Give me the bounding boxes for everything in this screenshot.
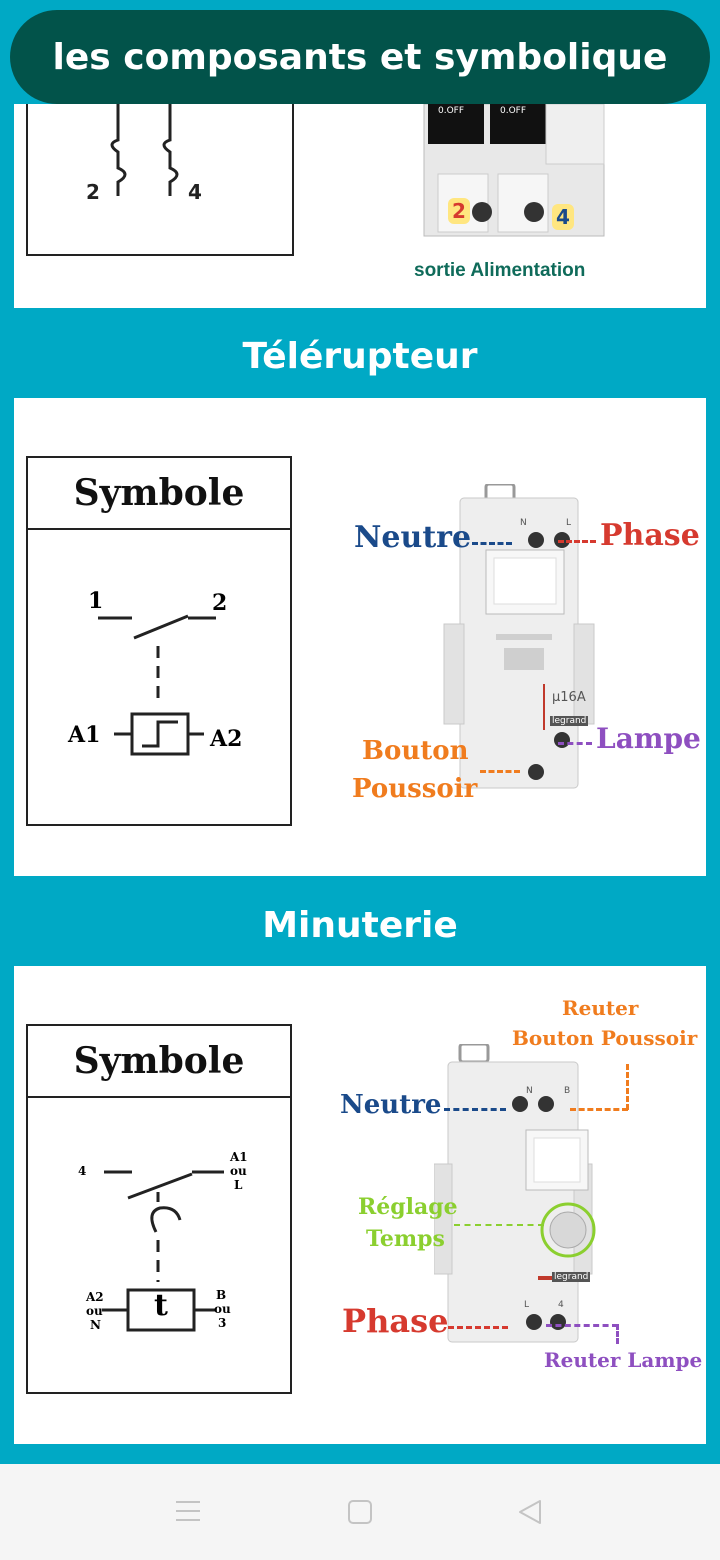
telerupteur-phase-label: Phase (600, 518, 700, 553)
minuterie-phase-label: Phase (342, 1302, 449, 1340)
home-button[interactable] (346, 1498, 374, 1526)
telerupteur-coil-a1: A1 (68, 722, 101, 748)
telerupteur-rating: µ16A (552, 690, 586, 705)
breaker-switch-text-b: 0.OFF (500, 106, 527, 116)
minuterie-phase-dash (448, 1326, 508, 1329)
system-navigation-bar (0, 1464, 720, 1560)
back-button[interactable] (516, 1498, 544, 1526)
square-home-icon (348, 1500, 372, 1524)
minuterie-b-line2: ou (214, 1302, 231, 1316)
breaker-symbol-drawing (110, 104, 179, 196)
telerupteur-symbol-title: Symbole (28, 458, 290, 530)
minuterie-reuter-lampe-label: Reuter Lampe (544, 1348, 703, 1372)
telerupteur-phase-dash (558, 540, 596, 543)
telerupteur-brand: legrand (550, 716, 589, 726)
minuterie-symbol-title: Symbole (28, 1026, 290, 1098)
breaker-caption: sortie Alimentation (414, 260, 586, 281)
minuterie-reglage-dash (454, 1224, 544, 1226)
breaker-drawing (423, 104, 605, 237)
telerupteur-symbol-box: Symbole 1 2 A1 A2 (26, 456, 292, 826)
triangle-back-icon (519, 1500, 541, 1524)
telerupteur-contact-1: 1 (88, 588, 104, 614)
telerupteur-lampe-label: Lampe (596, 722, 701, 755)
minuterie-timer-symbol: t (154, 1288, 168, 1323)
telerupteur-term-l: L (566, 518, 572, 528)
minuterie-neutre-dash (444, 1108, 506, 1111)
telerupteur-bouton-dash (480, 770, 520, 773)
section-title-telerupteur: Télérupteur (242, 336, 478, 377)
minuterie-term-l: L (524, 1300, 530, 1310)
telerupteur-term-n: N (520, 518, 527, 528)
minuterie-reuter-bp-line1: Reuter (562, 996, 639, 1020)
minuterie-term-b: B (564, 1086, 571, 1096)
menu-button[interactable] (172, 1498, 204, 1524)
minuterie-reuter-bp-line2: Bouton Poussoir (512, 1026, 698, 1050)
telerupteur-bouton-label-2: Poussoir (352, 774, 478, 804)
minuterie-reglage-line2: Temps (366, 1226, 445, 1252)
disjoncteur-card: 2 4 0.OFF 0.OFF 2 4 sortie Alimentation (14, 104, 706, 308)
app-title: les composants et symbolique (52, 36, 668, 78)
telerupteur-device: N L µ16A legrand (424, 482, 604, 794)
minuterie-b-line1: B (216, 1288, 227, 1302)
telerupteur-neutre-dash (472, 542, 512, 545)
badge-2: 2 (448, 198, 470, 224)
menu-icon (176, 1501, 200, 1521)
minuterie-a2-line1: A2 (86, 1290, 104, 1304)
minuterie-a1-line1: A1 (230, 1150, 248, 1164)
telerupteur-bouton-label-1: Bouton (362, 736, 469, 766)
telerupteur-device-drawing (443, 482, 595, 789)
minuterie-neutre-label: Neutre (340, 1090, 442, 1120)
terminal-2-label: 2 (86, 180, 100, 204)
minuterie-a2-line3: N (90, 1318, 101, 1332)
minuterie-symbol-drawing (102, 1170, 224, 1332)
minuterie-card: Symbole t 4 A1 ou L A2 ou N B ou 3 (14, 966, 706, 1444)
section-title-minuterie: Minuterie (262, 905, 458, 946)
breaker-photo: 0.OFF 0.OFF 2 4 (394, 104, 624, 254)
minuterie-term-n: N (526, 1086, 533, 1096)
breaker-switch-text-a: 0.OFF (438, 106, 465, 116)
telerupteur-card: Symbole 1 2 A1 A2 (14, 398, 706, 876)
badge-4: 4 (552, 204, 574, 230)
minuterie-brand: legrand (552, 1272, 591, 1282)
minuterie-symbol-box: Symbole t 4 A1 ou L A2 ou N B ou 3 (26, 1024, 292, 1394)
terminal-4-label: 4 (188, 180, 202, 204)
telerupteur-lampe-dash (558, 742, 592, 745)
telerupteur-contact-2: 2 (212, 590, 228, 616)
minuterie-reglage-line1: Réglage (358, 1194, 458, 1220)
minuterie-a2-line2: ou (86, 1304, 103, 1318)
telerupteur-coil-a2: A2 (210, 726, 243, 752)
minuterie-reuter-lampe-dash-v (616, 1324, 619, 1344)
minuterie-a1-line3: L (234, 1178, 243, 1192)
minuterie-b-line3: 3 (218, 1316, 227, 1330)
telerupteur-neutre-label: Neutre (354, 520, 472, 555)
minuterie-a1-line2: ou (230, 1164, 247, 1178)
app-title-bar: les composants et symbolique (10, 10, 710, 104)
minuterie-reuter-bp-dash-v (626, 1064, 629, 1110)
minuterie-term-4: 4 (558, 1300, 564, 1310)
minuterie-reuter-lampe-dash-h (546, 1324, 618, 1327)
minuterie-reuter-bp-dash-h (570, 1108, 628, 1111)
minuterie-device: N B legrand L 4 (433, 1042, 604, 1344)
telerupteur-symbol-drawing (98, 614, 216, 756)
breaker-symbol-box: 2 4 (26, 104, 294, 256)
minuterie-device-drawing (433, 1042, 596, 1343)
minuterie-contact-4: 4 (78, 1164, 87, 1178)
